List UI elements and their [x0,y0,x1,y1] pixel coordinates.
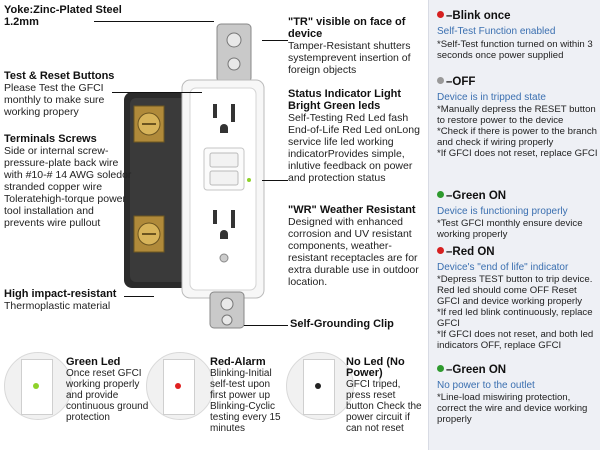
panel-body-red: *Depress TEST button to trip device. Red… [437,274,594,351]
red-led-circle [146,352,214,420]
red-led-body: Blinking-Initial self-test upon first po… [210,368,281,434]
no-led-icon [315,383,321,389]
tr-callout: "TR" visible on face of device Tamper-Re… [288,16,418,76]
leader-line [262,180,288,181]
status-title: Status Indicator Light Bright Green leds [288,88,402,112]
red-dot-icon [437,11,444,18]
panel-sub-off: Device is in tripped state [437,92,546,103]
terminal-body: Side or internal screw-pressure-plate ba… [4,145,132,229]
gfci-outlet-illustration [124,23,265,329]
panel-title-blink: –Blink once [437,10,511,22]
impact-body: Thermoplastic material [4,300,111,312]
panel-sub-blink: Self-Test Function enabled [437,26,556,37]
outlet-face [181,79,265,299]
panel-body-blink: *Self-Test function turned on within 3 s… [437,39,593,61]
status-body: Self-Testing Red Led fash End-of-Life Re… [288,112,420,184]
no-led-title: No Led (No Power) [346,356,405,379]
panel-title-red: –Red ON [437,246,495,258]
impact-callout: High impact-resistant Thermoplastic mate… [4,288,134,312]
leader-line [94,21,214,22]
terminal-title: Terminals Screws [4,133,97,145]
leader-line [124,296,154,297]
no-led-text: No Led (No Power) GFCI triped, press res… [346,356,426,435]
leader-line [244,325,288,326]
red-led-icon [175,383,181,389]
leader-line [262,40,288,41]
panel-body-green: *Test GFCI monthly ensure device working… [437,218,583,240]
green-led-circle [4,352,72,420]
green-led-text: Green Led Once reset GFCI working proper… [66,356,150,424]
leader-line [112,92,202,93]
test-callout: Test & Reset Buttons Please Test the GFC… [4,70,130,118]
no-led-body: GFCI triped, press reset button Check th… [346,379,422,434]
yoke-title: Yoke:Zinc-Plated Steel 1.2mm [4,4,122,28]
status-callout: Status Indicator Light Bright Green leds… [288,88,426,184]
yoke-callout: Yoke:Zinc-Plated Steel 1.2mm [4,4,122,28]
panel-title-off: –OFF [437,76,475,88]
test-title: Test & Reset Buttons [4,70,115,82]
green-led-title: Green Led [66,356,121,368]
terminal-screw-icon [133,105,165,253]
panel-title-nopower: –Green ON [437,364,506,376]
tr-body: Tamper-Resistant shutters systemprevent … [288,40,411,76]
panel-sub-green: Device is functioning properly [437,206,568,217]
grey-dot-icon [437,77,444,84]
yoke-top-icon [216,23,252,83]
wr-title: "WR" Weather Resistant [288,204,416,216]
green-dot-icon [437,365,444,372]
red-led-text: Red-Alarm Blinking-Initial self-test upo… [210,356,284,435]
panel-sub-nopower: No power to the outlet [437,380,535,391]
wr-body: Designed with enhanced corrosion and UV … [288,216,419,288]
wr-callout: "WR" Weather Resistant Designed with enh… [288,204,424,288]
green-led-body: Once reset GFCI working properly and pro… [66,368,149,423]
panel-sub-red: Device's "end of life" indicator [437,262,569,273]
terminal-callout: Terminals Screws Side or internal screw-… [4,133,136,229]
panel-title-green: –Green ON [437,190,506,202]
clip-callout: Self-Grounding Clip [290,318,420,330]
tr-title: "TR" visible on face of device [288,16,406,40]
red-led-title: Red-Alarm [210,356,266,368]
led-status-panel: –Blink once Self-Test Function enabled *… [428,0,600,450]
test-body: Please Test the GFCI monthly to make sur… [4,82,105,118]
impact-title: High impact-resistant [4,288,117,300]
panel-body-nopower: *Line-load miswiring protection, correct… [437,392,588,425]
clip-title: Self-Grounding Clip [290,318,394,330]
red-dot-icon [437,247,444,254]
panel-body-off: *Manually depress the RESET button to re… [437,104,598,159]
no-led-circle [286,352,354,420]
green-dot-icon [437,191,444,198]
yoke-bottom-icon [209,291,245,329]
green-led-icon [33,383,39,389]
